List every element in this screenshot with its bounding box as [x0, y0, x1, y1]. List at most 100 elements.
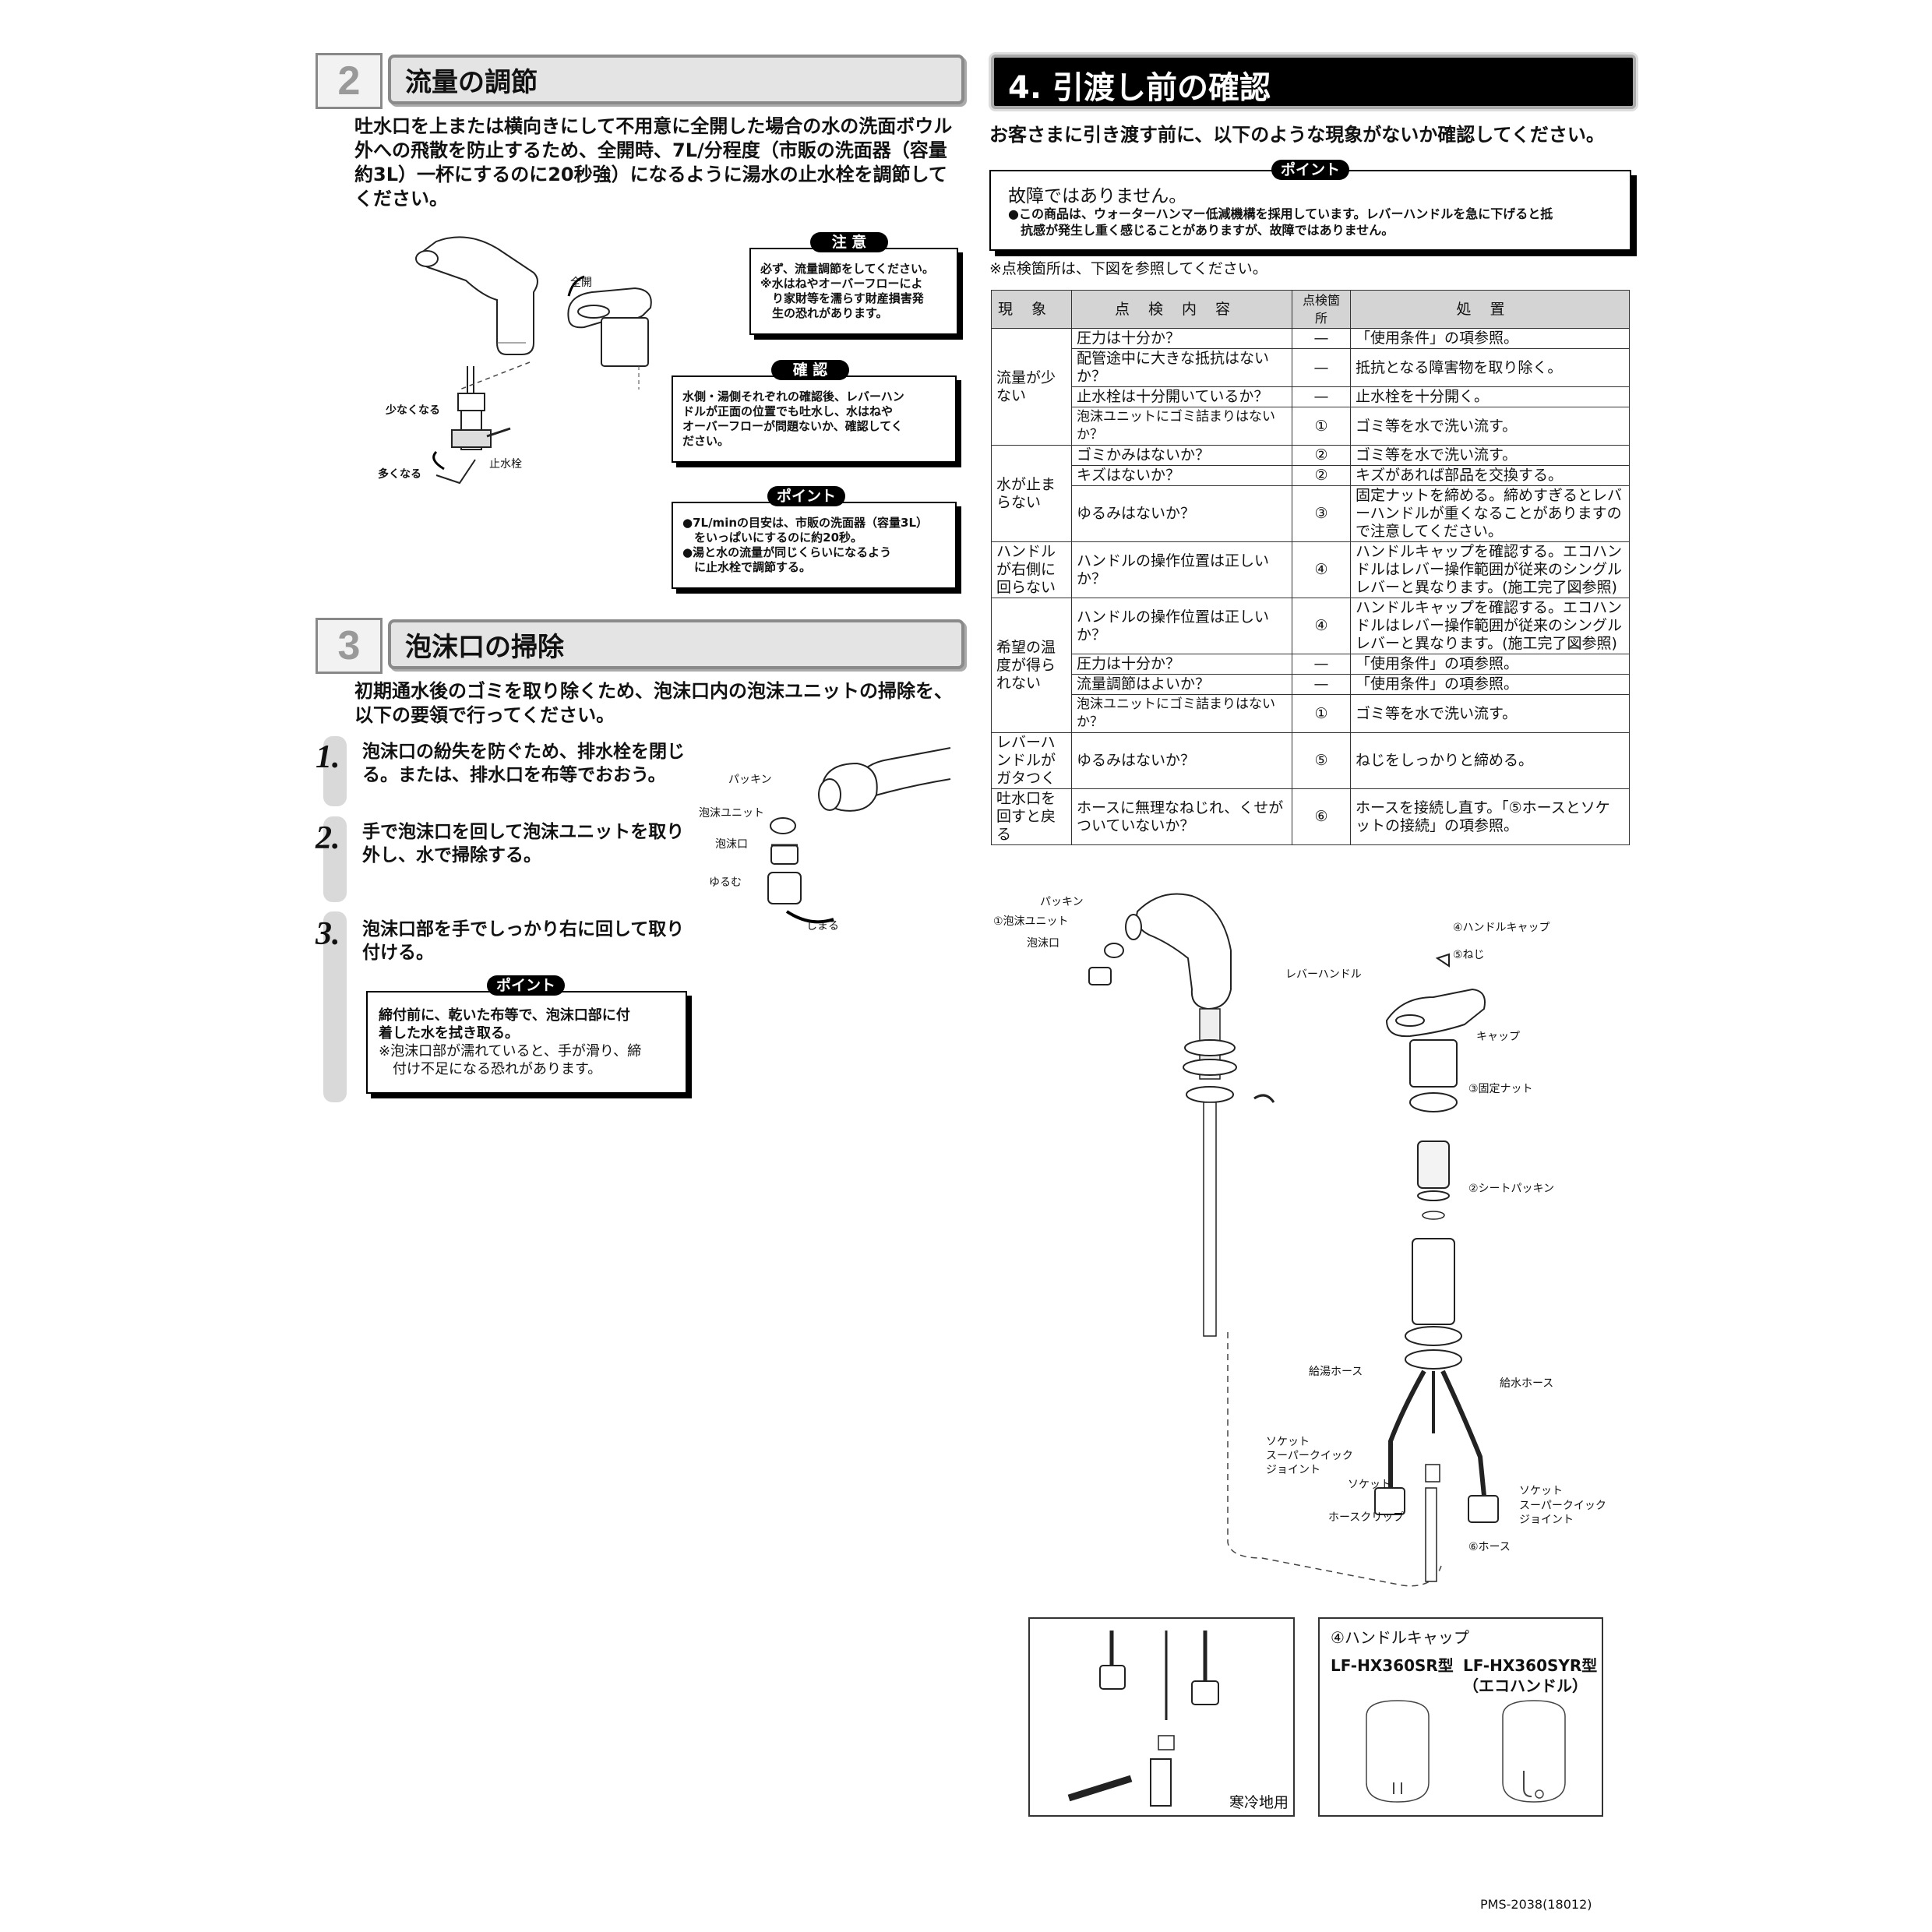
cold-region-label: 寒冷地用	[1229, 1794, 1289, 1811]
header-check: 点検内容	[1071, 290, 1292, 329]
caution-pill: 注 意	[810, 232, 888, 252]
step-text: 泡沫口の紛失を防ぐため、排水栓を閉じ る。または、排水口を布等でおおう。	[362, 740, 685, 787]
table-row: 水が止まらない ゴミかみはないか？ ② ゴミ等を水で洗い流す。	[991, 445, 1630, 542]
cap-model-b-sub: （エコハンドル）	[1463, 1676, 1588, 1695]
step-number: 3.	[316, 916, 340, 952]
confirm-line: ださい。	[682, 434, 730, 448]
faucet-flow-diagram	[415, 236, 538, 485]
confirm-line: 水側・湯側それぞれの確認後、レバーハン	[682, 390, 904, 404]
diagram-cold-hose: 給水ホース	[1500, 1377, 1554, 1390]
symptom-cell: 流量が少ない	[991, 328, 1072, 446]
body-line: 以下の要領で行ってください。	[354, 704, 615, 726]
step-text: 手で泡沫口を回して泡沫ユニットを取り 外し、水で掃除する。	[362, 820, 684, 867]
symptom-cell: 水が止まらない	[991, 445, 1072, 542]
action-cell: キズがあれば部品を交換する。	[1350, 465, 1630, 486]
point-pill-4: ポイント	[1271, 160, 1349, 180]
point-line: に止水栓で調節する。	[682, 560, 812, 574]
table-row: 流量が少ない 圧力は十分か？ — 「使用条件」の項参照。	[991, 328, 1630, 446]
step-line: 外し、水で掃除する。	[362, 845, 541, 866]
location-cell: ①	[1292, 407, 1351, 446]
check-cell: 泡沫ユニットにゴミ詰まりはないか？	[1071, 694, 1292, 733]
diagram-joint-left: ジョイント	[1266, 1464, 1320, 1476]
body-line: ください。	[354, 188, 448, 210]
check-cell: ホースに無理なねじれ、くせがついていないか？	[1071, 788, 1292, 845]
full-open-label: 全開	[570, 277, 592, 289]
point-text-3: 締付前に、乾いた布等で、泡沫口部に付 着した水を拭き取る。 ※泡沫口部が濡れてい…	[379, 1007, 641, 1078]
body-line: 約3L）一杯にするのに20秒強）になるように湯水の止水栓を調節して	[354, 164, 947, 185]
action-cell: 抵抗となる障害物を取り除く。	[1350, 348, 1630, 387]
diagram-socket-right: ソケット	[1519, 1485, 1563, 1497]
table-row: 泡沫ユニットにゴミ詰まりはないか？ ① ゴミ等を水で洗い流す。	[992, 694, 1630, 733]
table-row: ゆるみはないか？ ③ 固定ナットを締める。締めすぎるとレバーハンドルが重くなるこ…	[992, 485, 1630, 542]
confirm-box: 水側・湯側それぞれの確認後、レバーハン ドルが正面の位置でも吐水し、水はねや オ…	[672, 375, 957, 463]
location-cell: —	[1292, 654, 1351, 675]
cold-region-diagram	[1067, 1631, 1219, 1807]
action-cell: 「使用条件」の項参照。	[1350, 654, 1630, 675]
caution-line: り家財等を濡らす財産損害発	[760, 291, 924, 305]
location-cell: —	[1292, 386, 1351, 407]
section-2-body: 吐水口を上または横向きにして不用意に全開した場合の水の洗面ボウル 外への飛散を防…	[354, 115, 970, 211]
point-box-2: ●7L/minの目安は、市販の洗面器（容量3L） をいっぱいにするのに約20秒。…	[672, 502, 957, 589]
symptom-cell: レバーハンドルがガタつく	[991, 732, 1072, 789]
diagram-nut: ③固定ナット	[1468, 1083, 1533, 1095]
table-row: 希望の温度が得られない ハンドルの操作位置は正しいか？ ④ ハンドルキャップを確…	[991, 598, 1630, 733]
diagram-mouth: 泡沫口	[1027, 937, 1059, 950]
cap-model-b: LF-HX360SYR型	[1463, 1656, 1598, 1675]
diagram-lever: レバーハンドル	[1285, 968, 1362, 981]
check-cell: ゆるみはないか？	[1071, 732, 1292, 789]
ref-note: ※点検箇所は、下図を参照してください。	[989, 260, 1267, 277]
section-4-title: 4. 引渡し前の確認	[1008, 70, 1271, 106]
diagram-clip: ホースクリップ	[1328, 1511, 1405, 1524]
document-code: PMS-2038(18012)	[1480, 1897, 1592, 1912]
table-row: レバーハンドルがガタつく ゆるみはないか？ ⑤ ねじをしっかりと締める。	[991, 732, 1630, 789]
check-cell: ゆるみはないか？	[1071, 485, 1292, 542]
location-cell: ②	[1292, 445, 1351, 466]
section-3-number: 3	[316, 618, 383, 674]
section-2-title: 流量の調節	[405, 67, 538, 98]
less-label: 少なくなる	[386, 404, 440, 417]
action-cell: ゴミ等を水で洗い流す。	[1350, 407, 1630, 446]
body-line: 初期通水後のゴミを取り除くため、泡沫口内の泡沫ユニットの掃除を、	[354, 680, 953, 702]
action-cell: 「使用条件」の項参照。	[1350, 328, 1630, 349]
point-text-4: ●この商品は、ウォーターハンマー低減機構を採用しています。レバーハンドルを急に下…	[1008, 206, 1553, 238]
caution-line: 生の恐れがあります。	[760, 306, 888, 320]
check-cell: 止水栓は十分開いているか？	[1071, 386, 1292, 407]
diagram-socket-left: ソケット	[1266, 1436, 1310, 1448]
header-symptom: 現象	[991, 290, 1072, 329]
location-cell: ④	[1292, 541, 1351, 598]
action-cell: ハンドルキャップを確認する。エコハンドルはレバー操作範囲が従来のシングルレバーと…	[1350, 598, 1630, 654]
diagram-hot-hose: 給湯ホース	[1309, 1366, 1363, 1378]
stop-valve-label: 止水栓	[489, 458, 522, 471]
step-line: 泡沫口部を手でしっかり右に回して取り	[362, 919, 685, 940]
check-cell: 圧力は十分か？	[1071, 328, 1292, 349]
location-cell: ⑤	[1292, 732, 1351, 789]
table-row: 流量調節はよいか？ — 「使用条件」の項参照。	[992, 674, 1630, 695]
section-3-body: 初期通水後のゴミを取り除くため、泡沫口内の泡沫ユニットの掃除を、 以下の要領で行…	[354, 679, 970, 728]
table-row: キズはないか？ ② キズがあれば部品を交換する。	[992, 465, 1630, 486]
table-row: 吐水口を回すと戻る ホースに無理なねじれ、くせがついていないか？ ⑥ ホースを接…	[991, 788, 1630, 845]
point-line: 締付前に、乾いた布等で、泡沫口部に付	[379, 1007, 630, 1024]
point-line: 抗感が発生し重く感じることがありますが、故障ではありません。	[1008, 223, 1394, 238]
caution-box: 必ず、流量調節をしてください。 ※水はねやオーバーフローによ り家財等を濡らす財…	[749, 248, 958, 335]
section-2-number: 2	[316, 53, 383, 109]
step-line: 泡沫口の紛失を防ぐため、排水栓を閉じ	[362, 742, 685, 762]
header-location: 点検箇所	[1292, 290, 1351, 329]
table-row: ハンドルが右側に回らない ハンドルの操作位置は正しいか？ ④ ハンドルキャップを…	[991, 541, 1630, 598]
check-cell: 圧力は十分か？	[1071, 654, 1292, 675]
check-cell: ゴミかみはないか？	[1071, 445, 1292, 466]
mouth-label: 泡沫口	[715, 838, 748, 851]
check-cell: ハンドルの操作位置は正しいか？	[1071, 598, 1292, 654]
symptom-cell: 希望の温度が得られない	[991, 598, 1072, 733]
check-cell: 泡沫ユニットにゴミ詰まりはないか？	[1071, 407, 1292, 446]
point-line: ●湯と水の流量が同じくらいになるよう	[682, 545, 892, 559]
location-cell: —	[1292, 674, 1351, 695]
table-row: 止水栓は十分開いているか？ — 止水栓を十分開く。	[992, 386, 1630, 407]
section-2-header: 流量の調節	[388, 55, 964, 104]
confirm-text: 水側・湯側それぞれの確認後、レバーハン ドルが正面の位置でも吐水し、水はねや オ…	[682, 390, 904, 449]
handle-cap-icons	[1366, 1700, 1566, 1803]
diagram-seat: ②シートパッキン	[1468, 1183, 1555, 1195]
aerator-diagram	[767, 747, 951, 924]
point-line: 付け不足になる恐れがあります。	[379, 1061, 602, 1077]
symptom-cell: 吐水口を回すと戻る	[991, 788, 1072, 845]
point-line: ●この商品は、ウォーターハンマー低減機構を採用しています。レバーハンドルを急に下…	[1008, 206, 1553, 221]
